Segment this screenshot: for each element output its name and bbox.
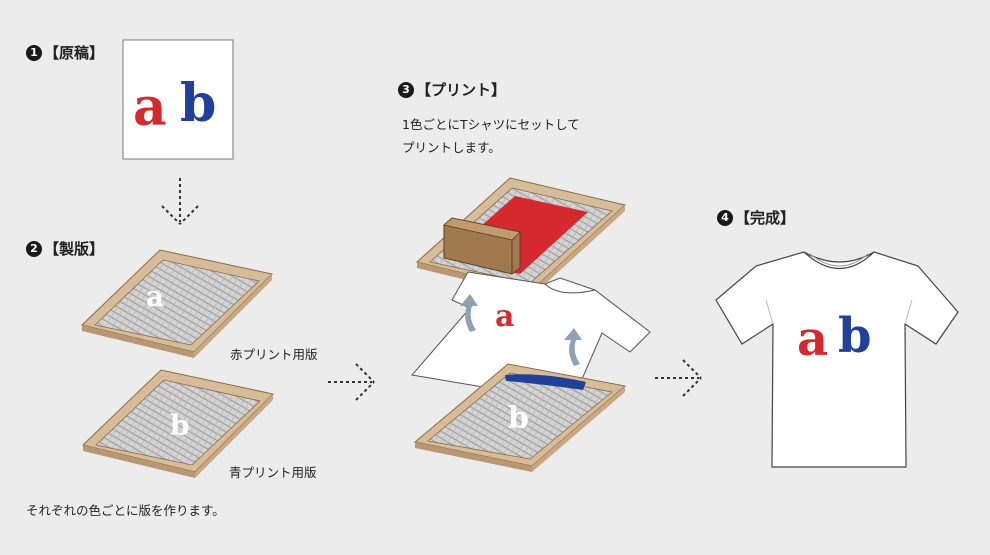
- finished-tshirt: a b: [715, 251, 959, 468]
- finished-letter-b: b: [838, 308, 872, 364]
- lift-arrow-icon-right: [564, 328, 582, 366]
- step-2-heading: 2 【製版】: [26, 238, 104, 259]
- down-arrow-icon: [161, 178, 199, 225]
- artwork-letter-b: b: [180, 73, 216, 134]
- plate-letter-a: a: [146, 280, 164, 313]
- step-3-title: 【プリント】: [416, 81, 507, 99]
- right-arrow-icon: [328, 363, 375, 401]
- blue-plate-label: 青プリント用版: [229, 465, 317, 480]
- print-note-line-2: プリントします。: [402, 140, 501, 155]
- step-1-number-badge: 1: [26, 44, 42, 61]
- step-2-number-badge: 2: [26, 240, 42, 257]
- lift-arrow-icon-left: [460, 294, 478, 332]
- squeegee-icon: [443, 217, 521, 275]
- step-1-heading: 1 【原稿】: [26, 42, 104, 63]
- plate-note: それぞれの色ごとに版を作ります。: [26, 503, 225, 518]
- artwork-letter-a: a: [133, 77, 167, 138]
- original-artwork-card: a b: [122, 39, 234, 160]
- red-plate-label: 赤プリント用版: [230, 347, 318, 362]
- step-4-title: 【完成】: [735, 209, 796, 227]
- right-arrow-icon-2: [655, 359, 702, 397]
- step-3-number-badge: 3: [398, 81, 414, 98]
- print-frame-blue: b: [413, 363, 627, 472]
- step-4-heading: 4 【完成】: [717, 207, 795, 228]
- blue-plate-frame: b: [81, 369, 275, 478]
- plate-letter-b: b: [170, 409, 190, 442]
- finished-letter-a: a: [797, 311, 828, 367]
- step-1-title: 【原稿】: [44, 44, 105, 62]
- tshirt-print-letter-a: a: [495, 299, 514, 334]
- step-3-heading: 3 【プリント】: [398, 79, 506, 100]
- print-plate-letter-b: b: [508, 401, 529, 436]
- print-note-line-1: 1色ごとにTシャツにセットして: [402, 117, 580, 132]
- red-plate-frame: a: [80, 249, 274, 358]
- step-4-number-badge: 4: [717, 209, 733, 226]
- step-2-title: 【製版】: [44, 240, 105, 258]
